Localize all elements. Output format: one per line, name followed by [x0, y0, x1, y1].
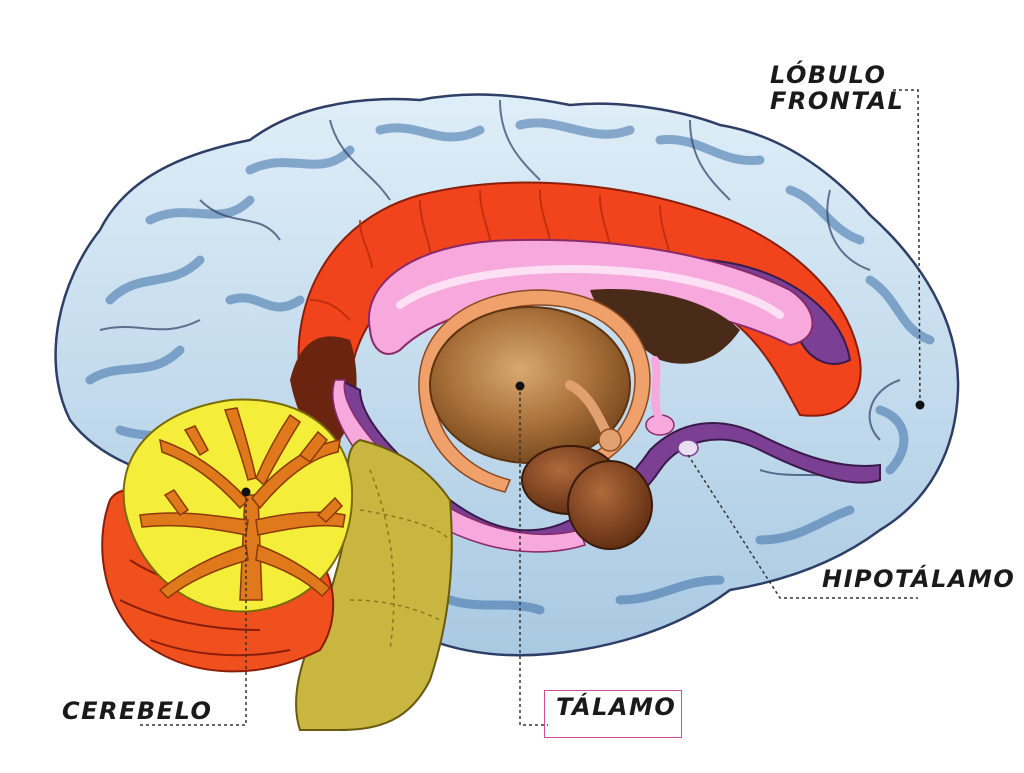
- label-frontal-lobe: LÓBULO FRONTAL: [770, 62, 904, 114]
- cortex-gyri: [85, 118, 935, 615]
- label-frontal-line1: LÓBULO: [770, 61, 887, 89]
- leader-lines: [140, 89, 921, 726]
- corpus-callosum: [367, 238, 814, 355]
- label-frontal-line2: FRONTAL: [770, 87, 905, 115]
- label-highlight-box: [544, 690, 682, 738]
- label-cerebellum: CEREBELO: [62, 697, 213, 725]
- arbor-vitae: [139, 407, 346, 601]
- label-hypothalamus: HIPOTÁLAMO: [822, 565, 1016, 593]
- label-thalamus: TÁLAMO: [556, 693, 677, 721]
- midbrain-bodies: [521, 445, 653, 550]
